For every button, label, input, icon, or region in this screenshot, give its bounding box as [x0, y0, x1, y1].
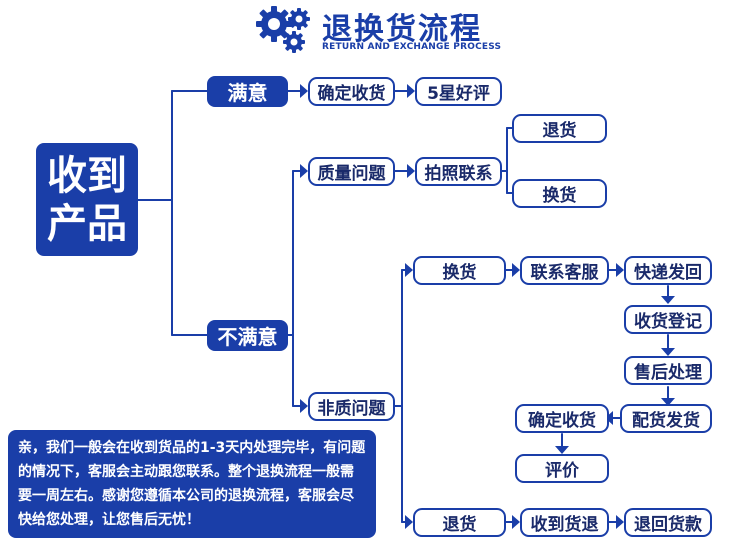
unsatisfied-node: 不满意	[207, 320, 288, 351]
non-quality-issue-node: 非质问题	[308, 392, 395, 421]
review-node: 评价	[515, 454, 609, 483]
page-subtitle: RETURN AND EXCHANGE PROCESS	[322, 42, 502, 52]
after-sales-processing-node: 售后处理	[624, 356, 712, 385]
product-label-line1: 收到	[47, 152, 127, 199]
goods-received-return-node: 收到货退	[520, 508, 609, 537]
satisfied-node: 满意	[207, 76, 288, 107]
confirm-receipt-node: 确定收货	[308, 77, 395, 106]
ship-back-node: 快递发回	[624, 256, 712, 285]
gears-icon	[254, 4, 316, 60]
return-option-node: 退货	[512, 114, 607, 143]
exchange-node: 换货	[413, 256, 506, 285]
receipt-registration-node: 收货登记	[624, 305, 712, 334]
refund-node: 退回货款	[624, 508, 712, 537]
service-note: 亲，我们一般会在收到货品的1-3天内处理完毕，有问题的情况下，客服会主动跟您联系…	[8, 430, 376, 538]
photo-contact-node: 拍照联系	[415, 157, 502, 186]
page-title: 退换货流程	[322, 12, 482, 47]
contact-support-node: 联系客服	[520, 256, 609, 285]
exchange-option-node: 换货	[512, 179, 607, 208]
product-label-line2: 产品	[47, 200, 127, 247]
reship-goods-node: 配货发货	[620, 404, 712, 433]
confirm-receipt-exchange-node: 确定收货	[515, 404, 609, 433]
return-node: 退货	[413, 508, 506, 537]
five-star-review-node: 5星好评	[415, 77, 502, 106]
quality-issue-node: 质量问题	[308, 157, 395, 186]
received-product-box: 收到 产品	[36, 143, 138, 256]
